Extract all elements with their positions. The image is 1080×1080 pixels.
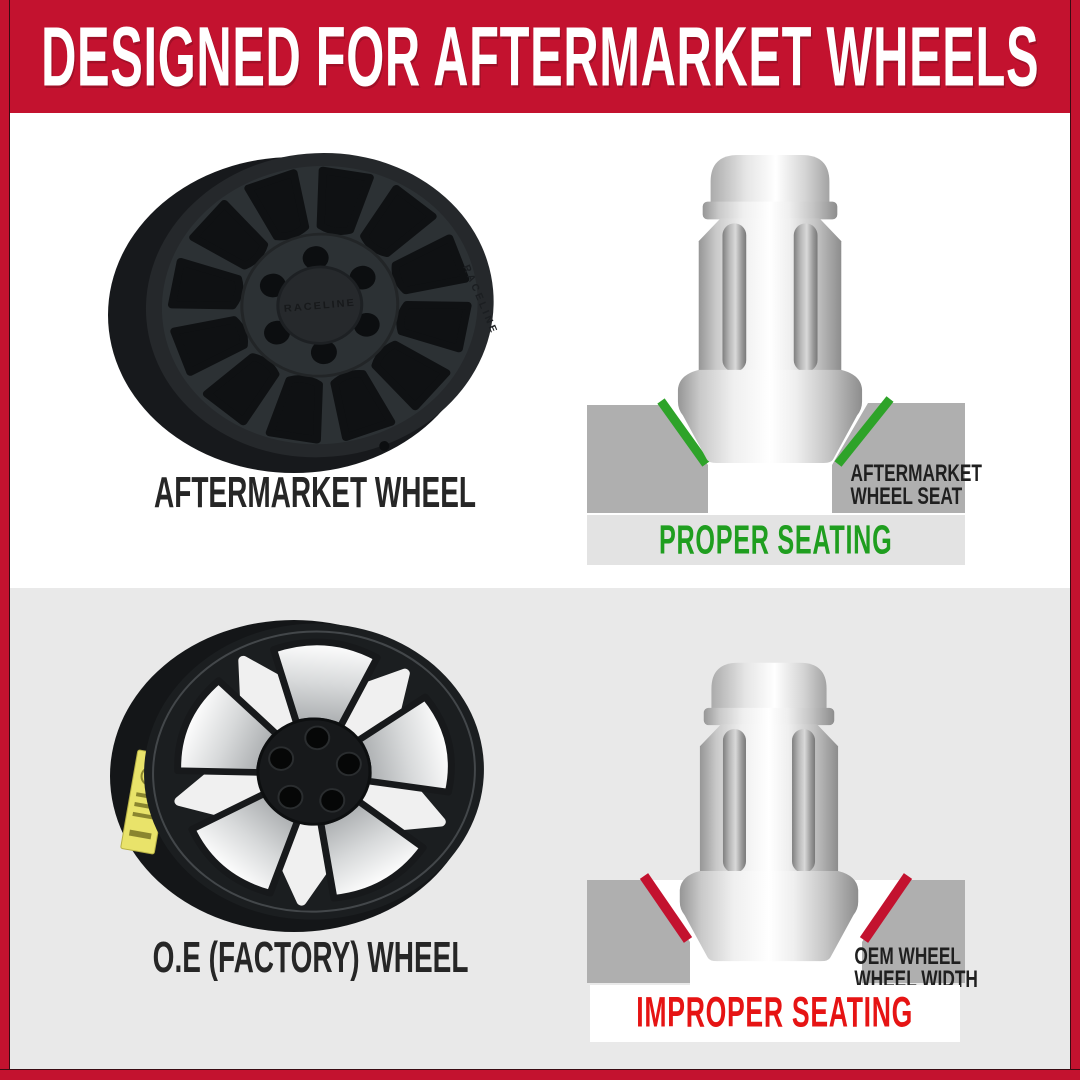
lug-hole — [335, 751, 362, 777]
seat-highlight-right — [859, 873, 913, 943]
proper-seating-caption-bar: PROPER SEATING — [587, 515, 965, 565]
seat-highlight-left — [639, 873, 693, 943]
lug-hole — [302, 246, 329, 270]
proper-seating-svg — [587, 155, 965, 513]
proper-seating-diagram: AFTERMARKET WHEEL SEAT PROPER SEATING — [587, 140, 982, 570]
center-cap — [276, 265, 364, 345]
lug-hole — [319, 788, 346, 813]
frame-border-right — [1070, 0, 1080, 1080]
frame-border-left — [0, 0, 10, 1080]
wheel-spokes — [154, 631, 473, 917]
lug-hole — [310, 340, 337, 365]
lug-nut-illustration — [677, 155, 863, 463]
oe-wheel-label: O.E (FACTORY) WHEEL — [152, 934, 469, 982]
oem-section: O.E (FACTORY) WHEEL OEM WHEEL WHEEL WIDT… — [0, 588, 1080, 1070]
banner-title: DESIGNED FOR AFTERMARKET WHEELS — [40, 9, 1040, 104]
improper-seating-diagram: OEM WHEEL WHEEL WIDTH IMPROPER SEATING — [587, 645, 978, 1045]
aftermarket-wheel-image: RACELINE RACELINE — [88, 140, 518, 485]
valve-stem — [379, 441, 390, 452]
aftermarket-wheel-group: RACELINE RACELINE — [108, 152, 500, 473]
improper-seating-svg — [587, 662, 965, 985]
seat-highlight-left — [657, 398, 710, 467]
aftermarket-seat-label: AFTERMARKET WHEEL SEAT — [850, 460, 982, 510]
lug-nut-illustration — [679, 662, 859, 962]
lug-hole — [304, 725, 331, 751]
aftermarket-wheel-label: AFTERMARKET WHEEL — [153, 469, 476, 517]
header-banner: DESIGNED FOR AFTERMARKET WHEELS — [0, 0, 1080, 113]
seat-highlight-right — [834, 396, 894, 467]
oe-wheel-image — [98, 612, 518, 944]
lug-hole — [277, 784, 304, 810]
oe-wheel-svg — [110, 620, 484, 932]
wheel-spokes: RACELINE — [161, 159, 478, 452]
frame-border-bottom — [0, 1069, 1080, 1080]
aftermarket-section: RACELINE RACELINE AFTERMARKET WHEEL — [0, 113, 1080, 588]
aftermarket-wheel-svg: RACELINE RACELINE — [108, 152, 500, 473]
lug-hole — [268, 746, 295, 771]
wheel-lip-highlight — [152, 630, 476, 913]
oe-wheel-group — [110, 620, 484, 932]
improper-seating-caption-bar: IMPROPER SEATING — [590, 985, 960, 1042]
